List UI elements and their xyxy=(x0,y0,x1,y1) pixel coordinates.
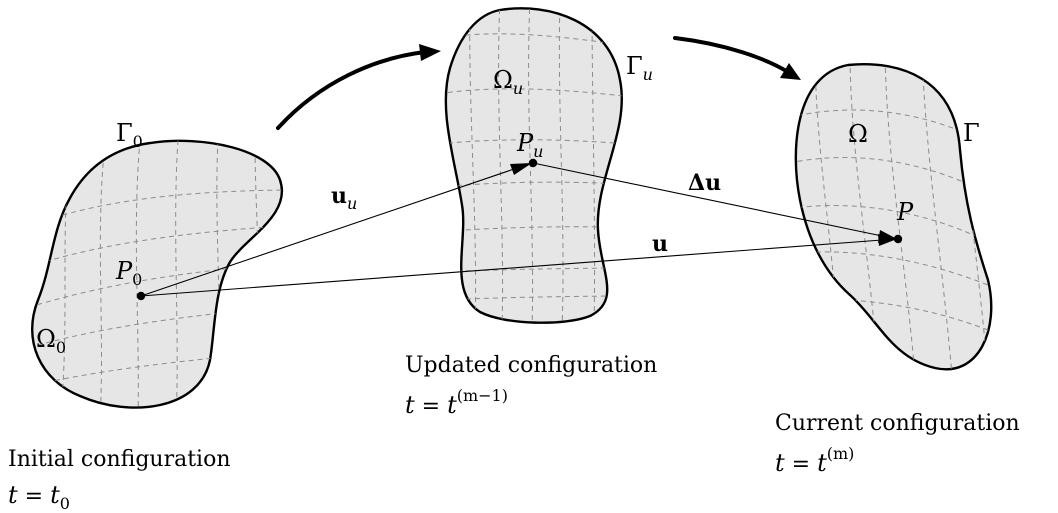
current-point-label: P xyxy=(896,198,914,226)
updated-time: t = t(m−1) xyxy=(405,386,508,419)
current-configuration: Γ Ω P Current configuration t = t(m) xyxy=(775,63,1020,477)
initial-point-label: P0 xyxy=(115,257,142,289)
point-p0 xyxy=(136,291,146,301)
updated-caption: Updated configuration xyxy=(405,353,657,378)
current-body xyxy=(794,63,993,371)
vector-delta-u-label: Δu xyxy=(688,170,721,196)
transition-arrows xyxy=(276,36,801,130)
vector-u-u-arrowhead xyxy=(510,163,532,175)
updated-boundary-label: Γu xyxy=(626,52,653,84)
updated-point-label: Pu xyxy=(516,129,543,161)
current-caption: Current configuration xyxy=(775,411,1020,436)
initial-configuration: Γ0 Ω0 P0 Initial configuration t = t0 xyxy=(8,119,284,513)
point-pu xyxy=(528,158,538,168)
initial-time: t = t0 xyxy=(8,481,70,513)
initial-body xyxy=(30,139,284,409)
vector-u-line xyxy=(140,239,883,297)
initial-caption: Initial configuration xyxy=(8,447,231,472)
transition-arrow-updated-to-current xyxy=(673,36,790,74)
updated-configuration: Γu Ωu Pu Updated configuration t = t(m−1… xyxy=(405,7,657,419)
updated-domain-label: Ωu xyxy=(493,66,523,98)
transition-arrowhead-2 xyxy=(780,63,801,80)
current-time: t = t(m) xyxy=(775,444,854,477)
current-domain-label: Ω xyxy=(848,120,868,148)
transition-arrowhead-1 xyxy=(419,44,441,61)
vector-u-u-label: uu xyxy=(331,183,357,213)
initial-boundary-label: Γ0 xyxy=(116,119,143,151)
vector-delta-u-line xyxy=(532,162,883,237)
material-points xyxy=(136,158,903,301)
displacement-vectors: uu Δu u xyxy=(140,162,897,297)
vector-u-label: u xyxy=(652,231,668,257)
current-boundary-label: Γ xyxy=(963,119,980,147)
vector-u-u-line xyxy=(140,166,521,297)
initial-domain-label: Ω0 xyxy=(36,325,66,357)
point-p xyxy=(893,234,903,244)
vector-u-arrowhead xyxy=(878,234,897,246)
transition-arrow-initial-to-updated xyxy=(276,50,427,130)
